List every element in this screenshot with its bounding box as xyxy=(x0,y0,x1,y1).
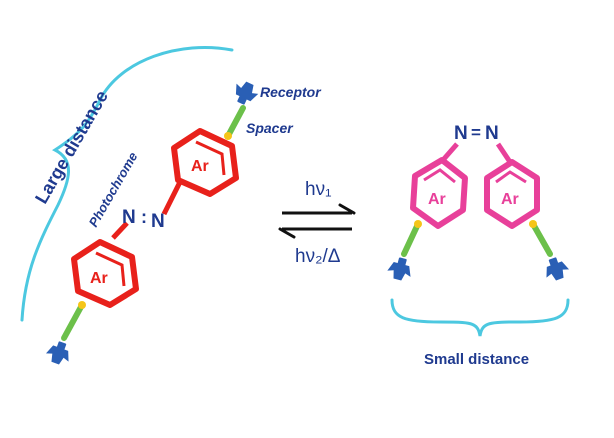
large-distance-label: Large distance xyxy=(31,87,112,207)
trans-upper-spacer xyxy=(225,105,246,139)
cis-right-spacer-joint xyxy=(529,220,537,228)
trans-upper-spacer-joint xyxy=(224,132,232,140)
receptor-icon xyxy=(43,338,75,368)
trans-upper-aryl-ring: Ar xyxy=(171,128,239,197)
receptor-icon xyxy=(385,255,415,283)
large-distance-brace xyxy=(20,45,234,322)
cis-left-ring-bond xyxy=(441,142,459,162)
receptor-icon xyxy=(229,78,261,109)
cis-azo-n-left: N xyxy=(454,123,468,144)
cis-left-aryl-ring: Ar xyxy=(410,157,468,229)
trans-azo-n-right: N xyxy=(151,211,165,232)
cis-left-spacer-joint xyxy=(414,220,422,228)
cis-right-spacer xyxy=(530,221,553,257)
cis-right-aryl-ring: Ar xyxy=(484,159,540,229)
trans-upper-ring-bond xyxy=(161,180,183,216)
trans-lower-ar-label: Ar xyxy=(90,270,108,287)
trans-lower-ring-bond xyxy=(111,221,129,240)
reverse-light-heat-label: hν₂/Δ xyxy=(295,246,341,267)
spacer-label: Spacer xyxy=(246,120,294,136)
receptor-label: Receptor xyxy=(260,84,322,100)
forward-light-label: hν₁ xyxy=(305,179,331,200)
trans-lower-spacer xyxy=(61,302,85,341)
trans-lower-aryl-ring: Ar xyxy=(71,239,139,308)
trans-azo-n-left: N xyxy=(122,207,136,228)
cis-azo-n-right: N xyxy=(485,123,499,144)
trans-lower-spacer-joint xyxy=(78,301,86,309)
cis-azo-double-bond: = xyxy=(471,123,481,142)
receptor-icon xyxy=(540,254,572,284)
cis-left-spacer xyxy=(401,221,421,257)
trans-azo-double-bond: : xyxy=(141,207,147,227)
cis-left-ar-label: Ar xyxy=(428,191,446,208)
cis-right-ar-label: Ar xyxy=(501,191,519,208)
equilibrium-arrows xyxy=(278,203,356,239)
small-distance-label: Small distance xyxy=(424,351,529,368)
trans-upper-ar-label: Ar xyxy=(191,158,209,175)
cis-right-ring-bond xyxy=(495,142,513,164)
small-distance-brace xyxy=(390,298,570,337)
